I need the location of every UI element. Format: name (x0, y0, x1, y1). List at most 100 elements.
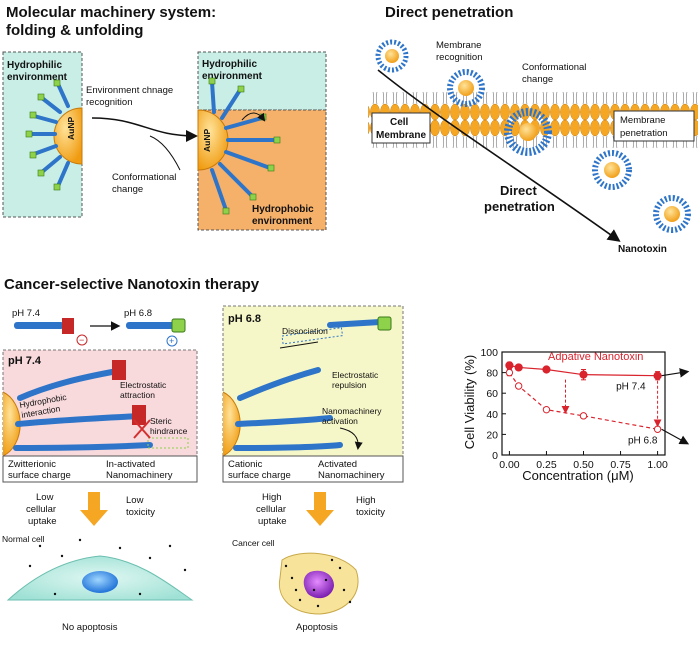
membrane-penetration-label-box (613, 110, 695, 142)
ph74-steric-line2: hindrance (150, 426, 188, 436)
data-point (653, 371, 662, 380)
cationic-line1: Cationic (228, 459, 263, 470)
apoptosis-label: Apoptosis (296, 622, 338, 633)
zwitterionic-line1: Zwitterionic (8, 459, 56, 470)
x-tick-label: 0.25 (536, 459, 557, 471)
low-toxicity-line1: Low (126, 495, 144, 506)
data-point (579, 412, 588, 420)
series-end-arrow (661, 368, 690, 378)
normal-down-arrow (80, 492, 108, 526)
nanomachinery-line1: Nanomachinery (322, 406, 382, 416)
ph74-box-label: pH 7.4 (8, 355, 42, 367)
panel-a-title-line1: Molecular machinery system: (6, 4, 216, 21)
panel-c-title: Cancer-selective Nanotoxin therapy (4, 276, 260, 293)
transition-arrow (91, 117, 198, 142)
cancer-cell-label: Cancer cell (232, 538, 275, 548)
ph68-electrostatic-line2: repulsion (332, 380, 367, 390)
data-point (514, 382, 523, 390)
series-label-ph74: pH 7.4 (616, 382, 646, 393)
high-uptake-line2: cellular (256, 504, 286, 515)
right-bottom-env-line2: environment (252, 216, 313, 227)
chart-x-axis-label: Concentration (μM) (522, 468, 634, 483)
chart-legend: Adpative Nanotoxin (548, 351, 643, 363)
minus-sign: − (79, 335, 84, 345)
y-tick-label: 80 (486, 368, 498, 380)
ph68-box-label: pH 6.8 (228, 313, 261, 325)
membrane-penetration-line2: penetration (620, 128, 668, 139)
ph-legend-left: pH 7.4 (12, 308, 40, 319)
data-point (542, 405, 551, 414)
low-uptake-line1: Low (36, 492, 54, 503)
panel-b-title: Direct penetration (385, 4, 513, 21)
membrane-recognition-line1: Membrane (436, 40, 481, 51)
cancer-nucleus (303, 570, 334, 599)
data-point (505, 361, 514, 370)
panel-c: Cancer-selective Nanotoxin therapy pH 7.… (2, 276, 690, 633)
ph74-electrostatic-line1: Electrostatic (120, 380, 167, 390)
ph74-ligands (13, 369, 153, 451)
cell-membrane-line1: Cell (390, 117, 409, 128)
inactivated-line2: Nanomachinery (106, 470, 173, 481)
chart-y-axis-label: Cell Viability (%) (462, 355, 477, 449)
cationic-block (171, 318, 186, 333)
x-tick-label: 0.50 (573, 459, 594, 471)
x-tick-label: 0.00 (499, 459, 520, 471)
series-end-arrow (661, 428, 690, 445)
normal-cell-pathway: Low cellular uptake Low toxicity Normal … (2, 492, 194, 633)
cell-membrane-line2: Membrane (376, 130, 426, 141)
normal-cell-label: Normal cell (2, 534, 45, 544)
ph68-electrostatic-line1: Electrostatic (332, 370, 379, 380)
ph74-caption-box (2, 455, 198, 483)
data-point (505, 368, 514, 377)
right-top-env-line1: Hydrophilic (202, 59, 257, 70)
data-point (514, 363, 523, 372)
inactivated-line1: In-activated (106, 459, 155, 470)
dissociation-label: Dissociation (282, 326, 328, 336)
hydrophilic-box-right (197, 51, 327, 111)
y-tick-label: 100 (480, 347, 498, 359)
panel-b: Direct penetration Cell Membrane Membran… (368, 4, 698, 255)
ph68-caption-box (222, 455, 404, 483)
y-tick-label: 40 (486, 409, 498, 421)
arrow-top-line2: recognition (86, 97, 132, 108)
series-label-ph68: pH 6.8 (628, 435, 658, 446)
cancer-down-arrow (306, 492, 334, 526)
membrane-penetration-line1: Membrane (620, 115, 665, 126)
ph68-box (222, 305, 404, 457)
data-point (542, 365, 551, 374)
high-toxicity-line1: High (356, 495, 376, 506)
cationic-line2: surface charge (228, 470, 291, 481)
nanotoxin-label: Nanotoxin (618, 244, 667, 255)
ph74-steric-line1: Steric (150, 416, 172, 426)
high-toxicity-line2: toxicity (356, 507, 385, 518)
right-top-env-line2: environment (202, 71, 263, 82)
arrow-bottom-line1: Conformational (112, 172, 176, 183)
chart-series (505, 361, 690, 445)
data-point (653, 425, 662, 433)
direct-penetration-line2: penetration (484, 199, 555, 214)
y-tick-label: 20 (486, 429, 498, 441)
data-point (579, 370, 588, 379)
low-uptake-line2: cellular (26, 504, 56, 515)
panel-a-title-line2: folding & unfolding (6, 22, 143, 39)
nanomachinery-line2: activation (322, 416, 358, 426)
low-toxicity-line2: toxicity (126, 507, 155, 518)
high-uptake-line1: High (262, 492, 282, 503)
high-uptake-line3: uptake (258, 516, 287, 527)
core-label-right: AuNP (202, 129, 212, 152)
no-apoptosis-label: No apoptosis (62, 622, 118, 633)
unfolded-nanoparticle: AuNP (197, 77, 281, 215)
x-tick-label: 1.00 (647, 459, 668, 471)
right-bottom-env-line1: Hydrophobic (252, 204, 314, 215)
direct-penetration-line1: Direct (500, 183, 538, 198)
activated-line2: Nanomachinery (318, 470, 385, 481)
low-uptake-line3: uptake (28, 516, 57, 527)
left-env-line1: Hydrophilic (7, 60, 62, 71)
y-tick-label: 0 (492, 450, 498, 462)
ph-legend-right: pH 6.8 (124, 308, 152, 319)
left-env-line2: environment (7, 72, 68, 83)
membrane-recognition-line2: recognition (436, 52, 482, 63)
